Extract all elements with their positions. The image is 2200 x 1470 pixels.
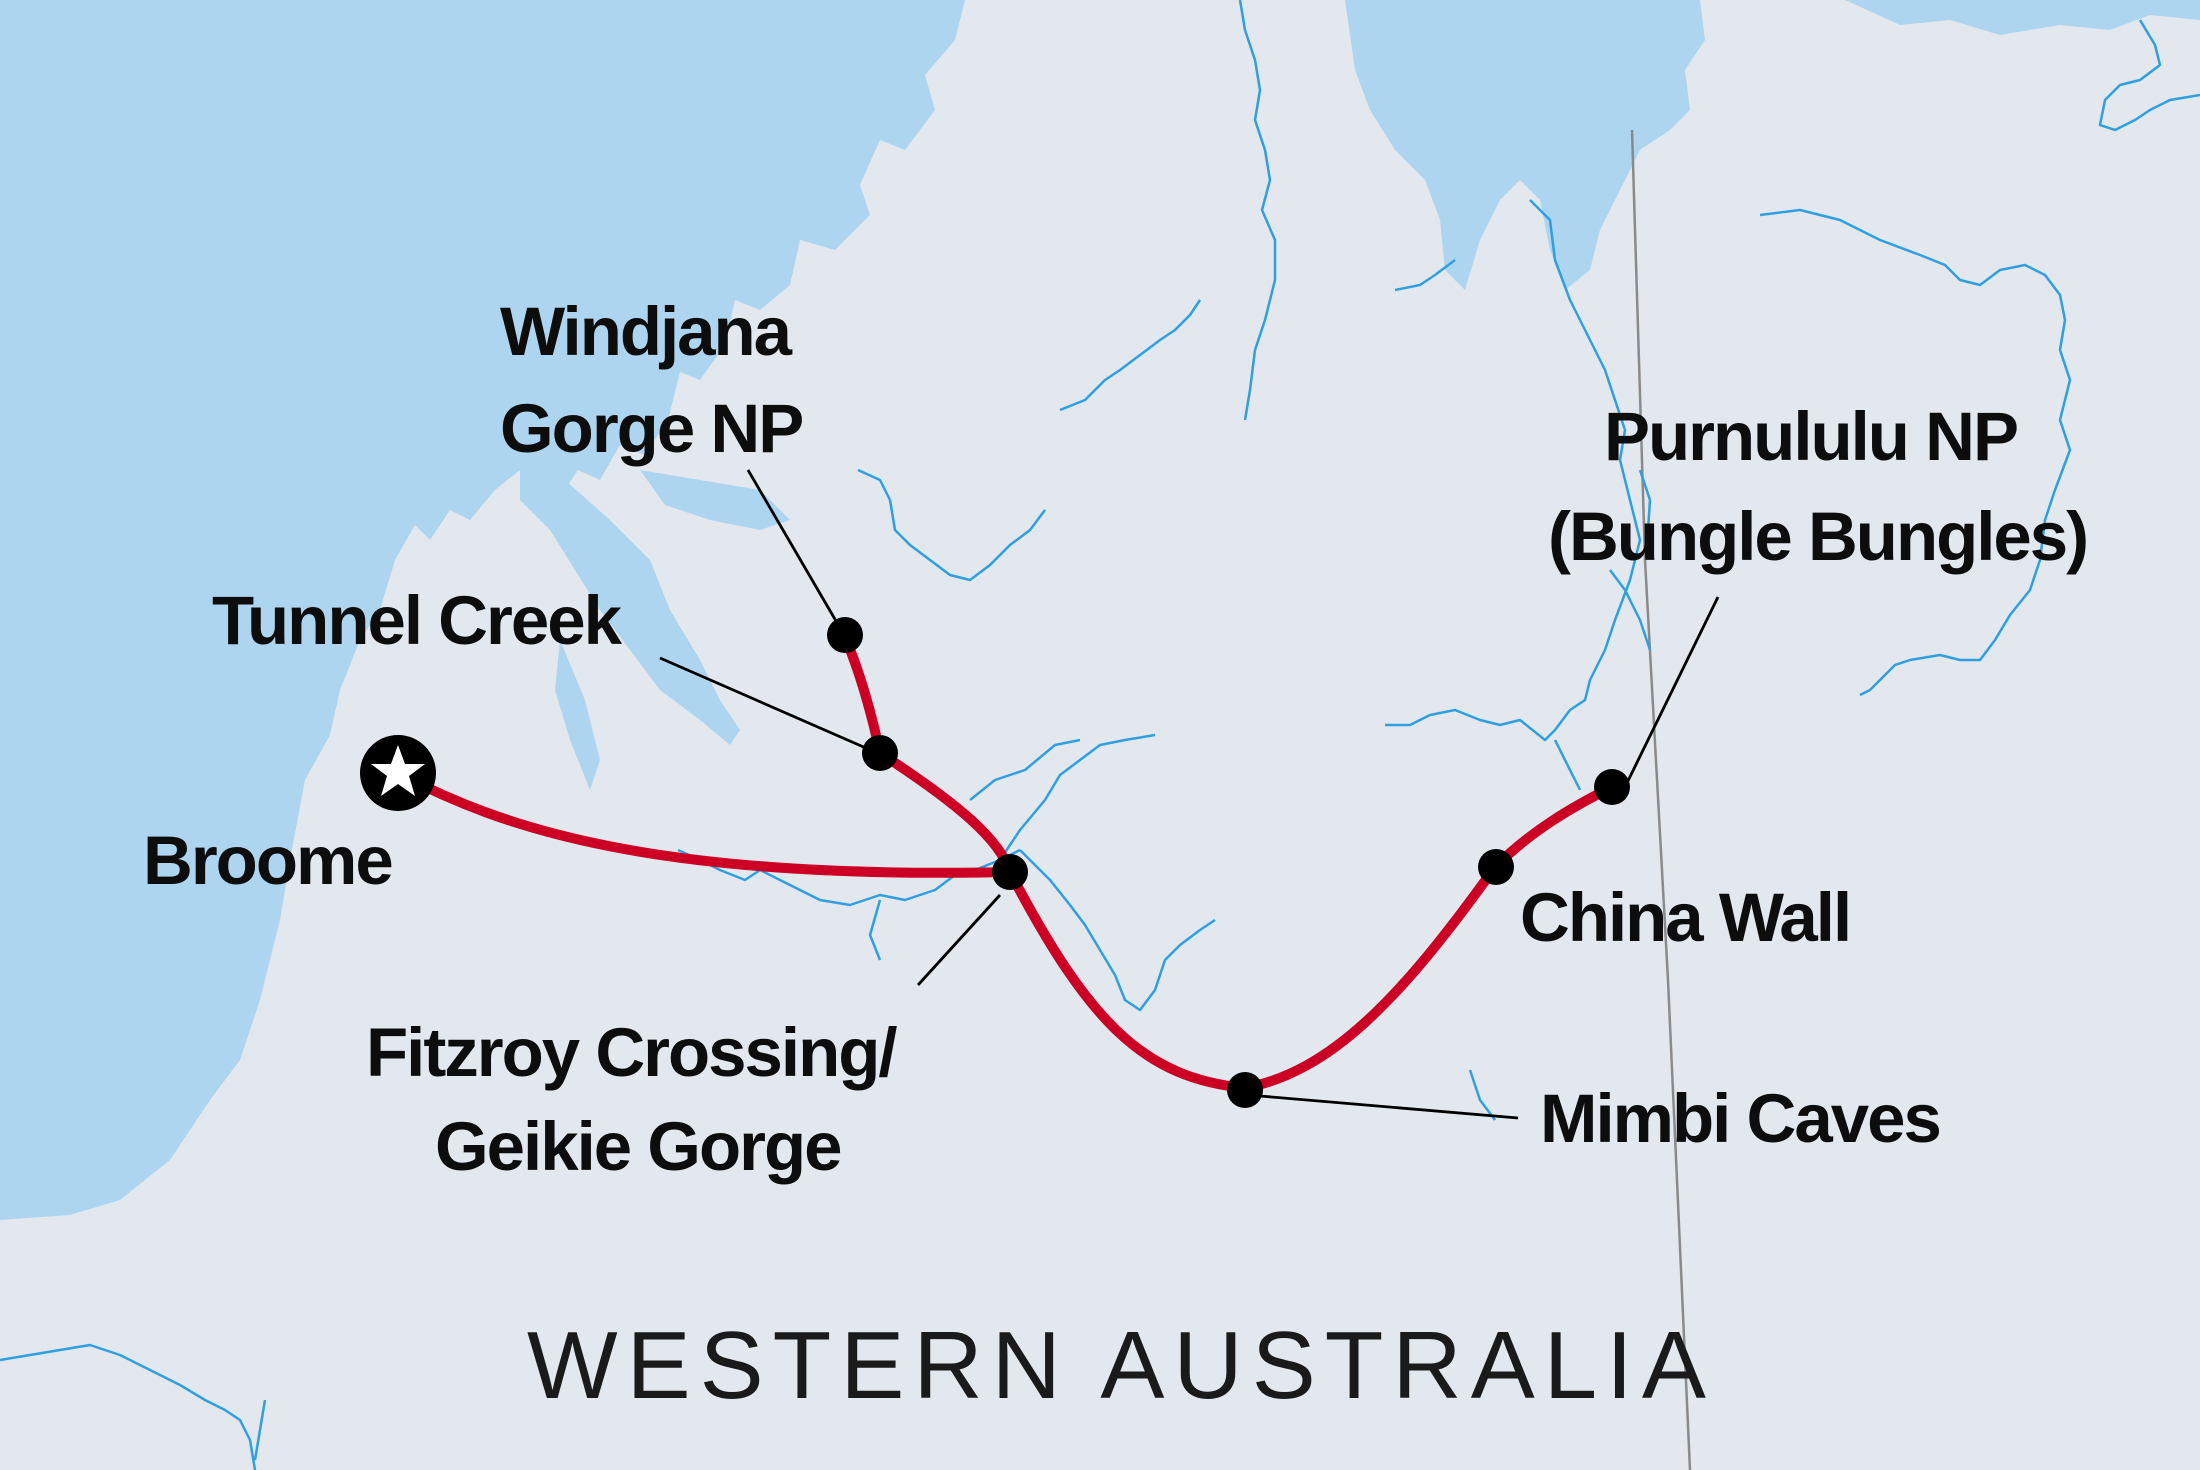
marker-fitzroy bbox=[992, 854, 1028, 890]
northeast-sea bbox=[1845, 0, 2200, 35]
route-tunnel-mimbi bbox=[875, 748, 1250, 1093]
label-china-wall: China Wall bbox=[1520, 879, 1850, 956]
route-line bbox=[393, 628, 1617, 1093]
state-border bbox=[1630, 129, 1692, 1470]
leader-mimbi bbox=[1259, 1094, 1519, 1120]
label-broome: Broome bbox=[143, 822, 392, 899]
marker-windjana bbox=[827, 617, 863, 653]
map-labels: Broome Windjana Gorge NP Tunnel Creek Fi… bbox=[143, 293, 2089, 1419]
label-tunnel-creek: Tunnel Creek bbox=[212, 582, 623, 659]
coastal-inlet-1 bbox=[640, 470, 790, 530]
label-purnululu-line-1: Purnululu NP bbox=[1604, 398, 2017, 475]
start-marker bbox=[360, 735, 436, 811]
region-label: WESTERN AUSTRALIA bbox=[527, 1312, 1715, 1419]
route-mimbi-purnululu bbox=[1240, 782, 1617, 1093]
leader-fitzroy bbox=[916, 894, 1002, 986]
stop-markers bbox=[827, 617, 1630, 1108]
star-icon bbox=[371, 745, 425, 796]
coastal-inlet-2 bbox=[555, 640, 600, 790]
marker-mimbi bbox=[1227, 1072, 1263, 1108]
king-sound-inlet bbox=[520, 470, 740, 745]
western-sea bbox=[0, 0, 965, 1220]
marker-china-wall bbox=[1478, 849, 1514, 885]
marker-tunnel-creek bbox=[862, 735, 898, 771]
marker-purnululu bbox=[1594, 769, 1630, 805]
northern-gulf bbox=[1345, 0, 1705, 290]
route-broome-fitzroy bbox=[393, 768, 1015, 878]
label-fitzroy-line-2: Geikie Gorge bbox=[435, 1108, 841, 1185]
label-purnululu-line-2: (Bungle Bungles) bbox=[1548, 498, 2087, 575]
label-windjana-line-1: Windjana bbox=[500, 293, 793, 370]
leader-purnululu bbox=[1623, 596, 1720, 788]
label-mimbi: Mimbi Caves bbox=[1540, 1080, 1940, 1157]
label-windjana-line-2: Gorge NP bbox=[500, 390, 802, 467]
leader-lines bbox=[659, 469, 1720, 1120]
leader-tunnel-creek bbox=[659, 656, 876, 754]
label-fitzroy-line-1: Fitzroy Crossing/ bbox=[366, 1014, 897, 1091]
leader-windjana bbox=[746, 469, 845, 634]
